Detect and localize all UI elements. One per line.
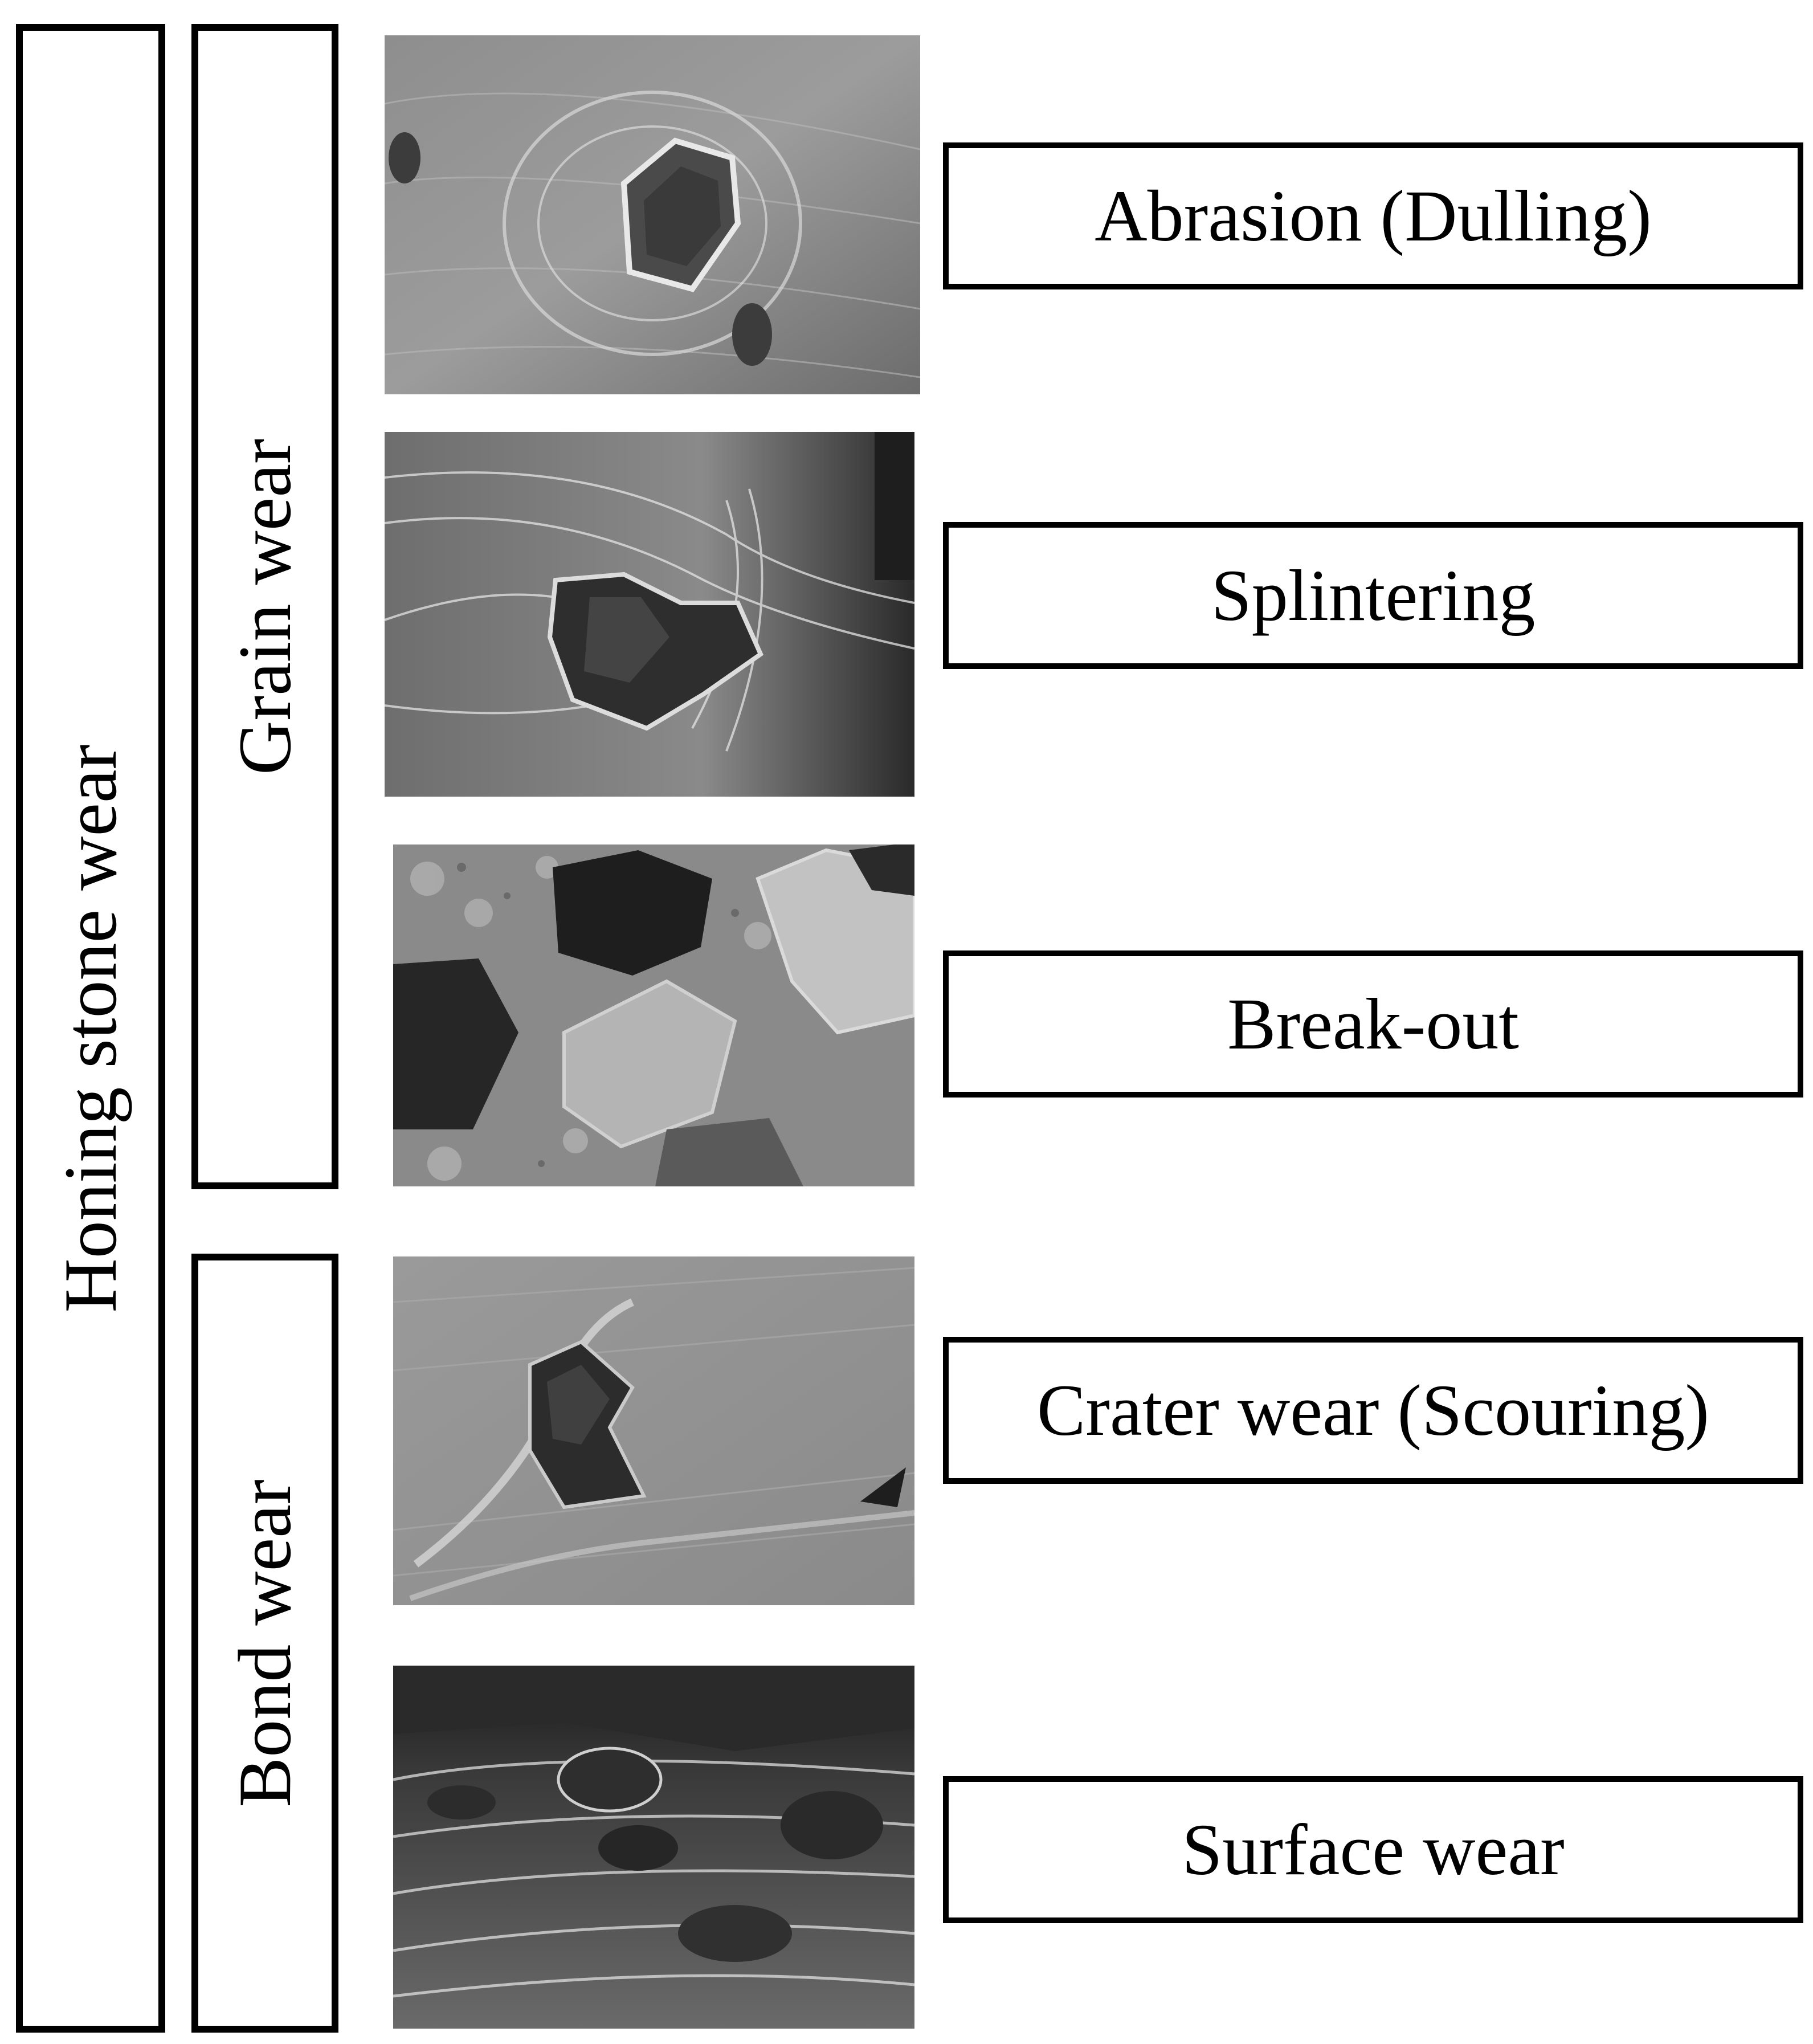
label-surface-wear-box: Surface wear	[943, 1776, 1803, 1923]
sem-image-splintering	[385, 432, 914, 797]
sem-image-crater-wear	[393, 1256, 914, 1605]
label-crater-wear: Crater wear (Scouring)	[1037, 1370, 1709, 1451]
label-crater-wear-box: Crater wear (Scouring)	[943, 1337, 1803, 1484]
label-abrasion-box: Abrasion (Dulling)	[943, 142, 1803, 289]
bond-wear-box: Bond wear	[191, 1254, 338, 2033]
grain-wear-box: Grain wear	[191, 24, 338, 1189]
honing-stone-wear-box: Honing stone wear	[16, 24, 165, 2033]
label-splintering: Splintering	[1211, 555, 1536, 636]
bond-wear-label: Bond wear	[223, 1479, 307, 1808]
label-break-out-box: Break-out	[943, 950, 1803, 1098]
label-surface-wear: Surface wear	[1182, 1809, 1565, 1890]
sem-image-abrasion	[385, 35, 920, 394]
grain-wear-label: Grain wear	[223, 438, 307, 775]
sem-image-surface-wear	[393, 1666, 914, 2029]
label-break-out: Break-out	[1227, 984, 1519, 1064]
honing-stone-wear-label: Honing stone wear	[48, 744, 132, 1313]
sem-image-break-out	[393, 844, 914, 1186]
label-splintering-box: Splintering	[943, 522, 1803, 669]
label-abrasion: Abrasion (Dulling)	[1095, 176, 1652, 256]
